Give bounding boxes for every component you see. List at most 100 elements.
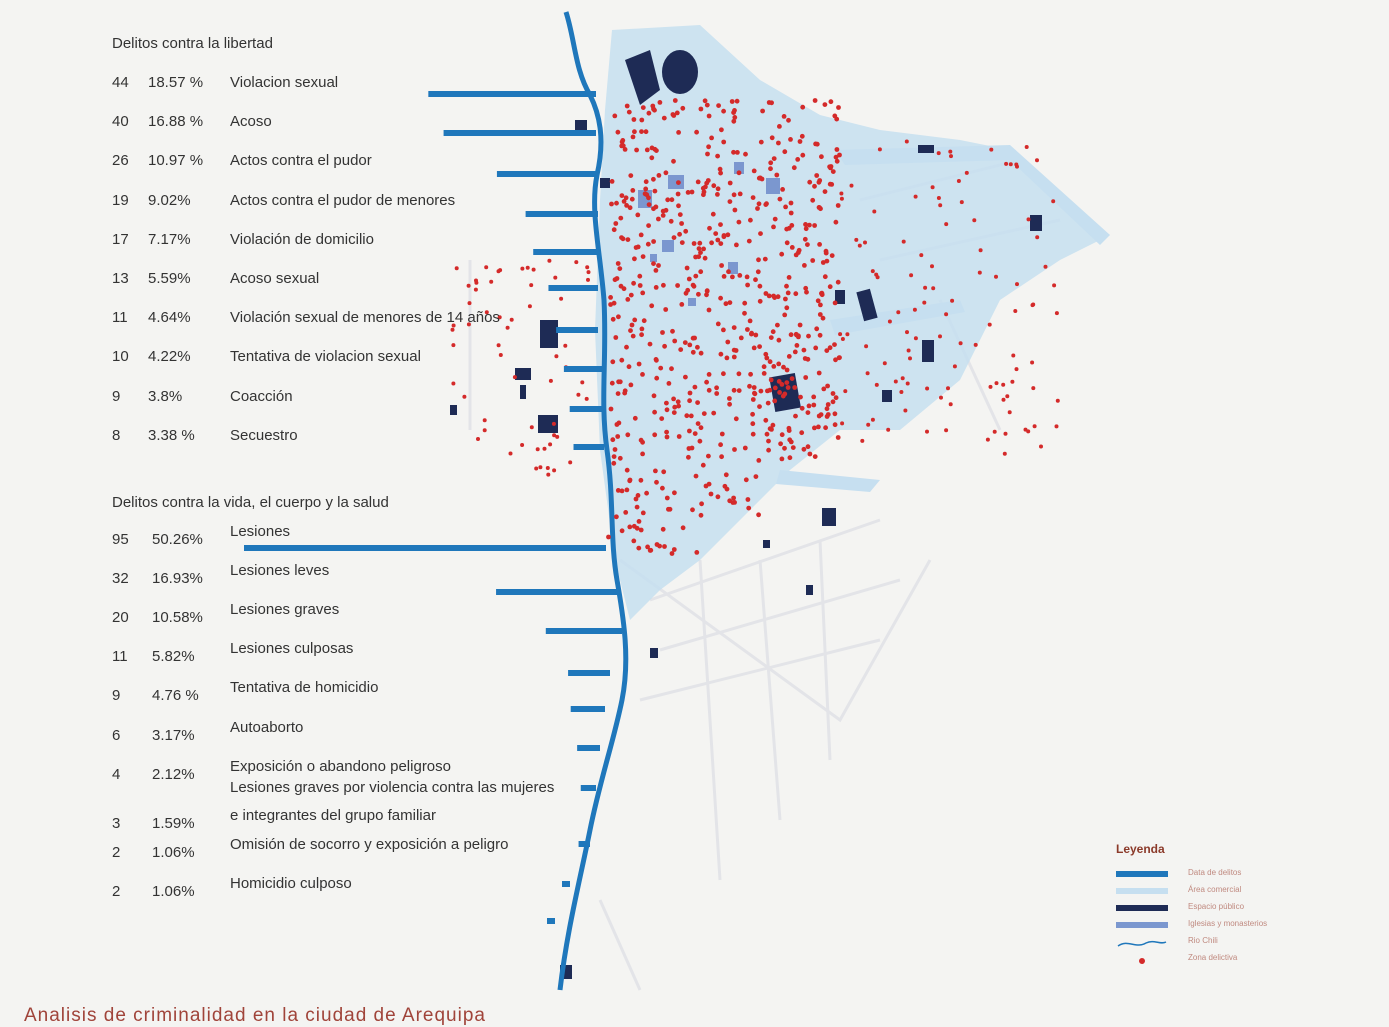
crime-dot — [896, 310, 901, 315]
crime-dot — [822, 189, 828, 195]
crime-dot — [700, 185, 706, 191]
crime-dot — [695, 421, 701, 426]
crime-dot — [784, 380, 790, 385]
crime-dot — [905, 381, 910, 386]
crime-dot — [711, 410, 717, 416]
crime-dot — [628, 328, 633, 333]
crime-dot — [814, 141, 820, 147]
legend-title: Leyenda — [1116, 842, 1165, 856]
crime-dot — [631, 280, 636, 286]
crime-dot — [702, 98, 708, 104]
crime-dot — [687, 428, 692, 434]
dot-swatch-icon — [1116, 953, 1168, 964]
crime-dot — [832, 300, 838, 306]
crime-dot — [750, 397, 756, 402]
crime-dot — [660, 213, 666, 218]
crime-dot — [706, 372, 712, 377]
crime-dot — [731, 325, 737, 330]
crime-dot — [787, 455, 793, 461]
crime-dot — [973, 342, 978, 347]
crime-dot — [793, 413, 798, 419]
crime-dot — [840, 337, 845, 341]
crime-dot — [650, 103, 656, 109]
crime-dot — [807, 179, 813, 185]
crime-dot — [736, 219, 742, 225]
crime-dot — [467, 301, 472, 306]
crime-dot — [1054, 424, 1059, 429]
crime-dot — [630, 333, 636, 339]
crime-dot — [830, 169, 836, 175]
crime-dot — [608, 295, 613, 300]
crime-dot — [800, 152, 806, 158]
crime-dot — [769, 135, 775, 141]
crime-dot — [639, 117, 645, 123]
crime-dot — [745, 497, 751, 502]
crime-dot — [689, 445, 695, 451]
crime-dot — [617, 455, 623, 461]
crime-dot — [613, 335, 619, 340]
crime-dot — [865, 371, 870, 376]
crime-dot — [624, 103, 630, 109]
crime-dot — [535, 447, 540, 452]
crime-dot — [695, 179, 701, 185]
crime-dot — [638, 232, 644, 238]
figure-caption: Analisis de criminalidad en la ciudad de… — [24, 1005, 486, 1026]
crime-dot — [661, 469, 667, 475]
crime-dot — [498, 268, 503, 273]
crime-dot — [619, 235, 624, 241]
crime-dot — [512, 375, 517, 380]
crime-label: Lesiones leves — [230, 562, 330, 580]
crime-dot — [635, 493, 641, 498]
crime-dot — [643, 179, 649, 185]
crime-dot — [770, 329, 776, 335]
crime-dot — [634, 147, 639, 153]
crime-dot — [887, 319, 892, 324]
crime-dot — [643, 129, 649, 135]
crime-dot — [660, 330, 665, 335]
crime-dot — [799, 430, 805, 436]
crime-dot — [905, 330, 909, 335]
crime-dot — [614, 200, 619, 206]
crime-dot — [651, 239, 656, 244]
crime-dot — [832, 411, 838, 417]
crime-label: Homicidio culposo — [230, 874, 352, 892]
crime-dot — [698, 512, 704, 518]
crime-dot — [818, 302, 823, 308]
crime-dot — [759, 176, 765, 182]
crime-dot — [774, 172, 780, 178]
crime-dot — [690, 335, 696, 341]
crime-dot — [721, 371, 726, 377]
crime-label: Exposición o abandono peligroso — [230, 757, 451, 775]
crime-dot — [833, 219, 839, 225]
commercial-strip-south — [776, 470, 880, 492]
city-map — [244, 11, 1110, 991]
crime-dot — [669, 551, 675, 556]
crime-bar — [562, 881, 570, 887]
crime-dot — [719, 454, 724, 460]
crime-dot — [706, 453, 711, 459]
crime-dot — [938, 334, 942, 339]
crime-dot — [830, 391, 836, 396]
crime-dot — [736, 388, 742, 393]
crime-dot — [559, 296, 564, 301]
crime-dot — [624, 344, 629, 350]
crime-dot — [788, 200, 794, 206]
crime-dot — [636, 361, 642, 367]
crime-dot — [678, 347, 684, 352]
crime-dot — [742, 300, 748, 306]
crime-dot — [704, 379, 709, 385]
crime-label: Lesiones culposas — [230, 640, 354, 658]
crime-dot — [780, 393, 786, 399]
crime-dot — [994, 274, 998, 279]
crime-dot — [767, 426, 773, 432]
crime-dot — [958, 341, 963, 346]
crime-dot — [676, 403, 681, 409]
crime-dot — [822, 102, 828, 107]
crime-dot — [609, 380, 615, 386]
crime-dot — [633, 245, 639, 250]
crime-dot — [1001, 382, 1006, 387]
crime-dot — [628, 292, 634, 298]
